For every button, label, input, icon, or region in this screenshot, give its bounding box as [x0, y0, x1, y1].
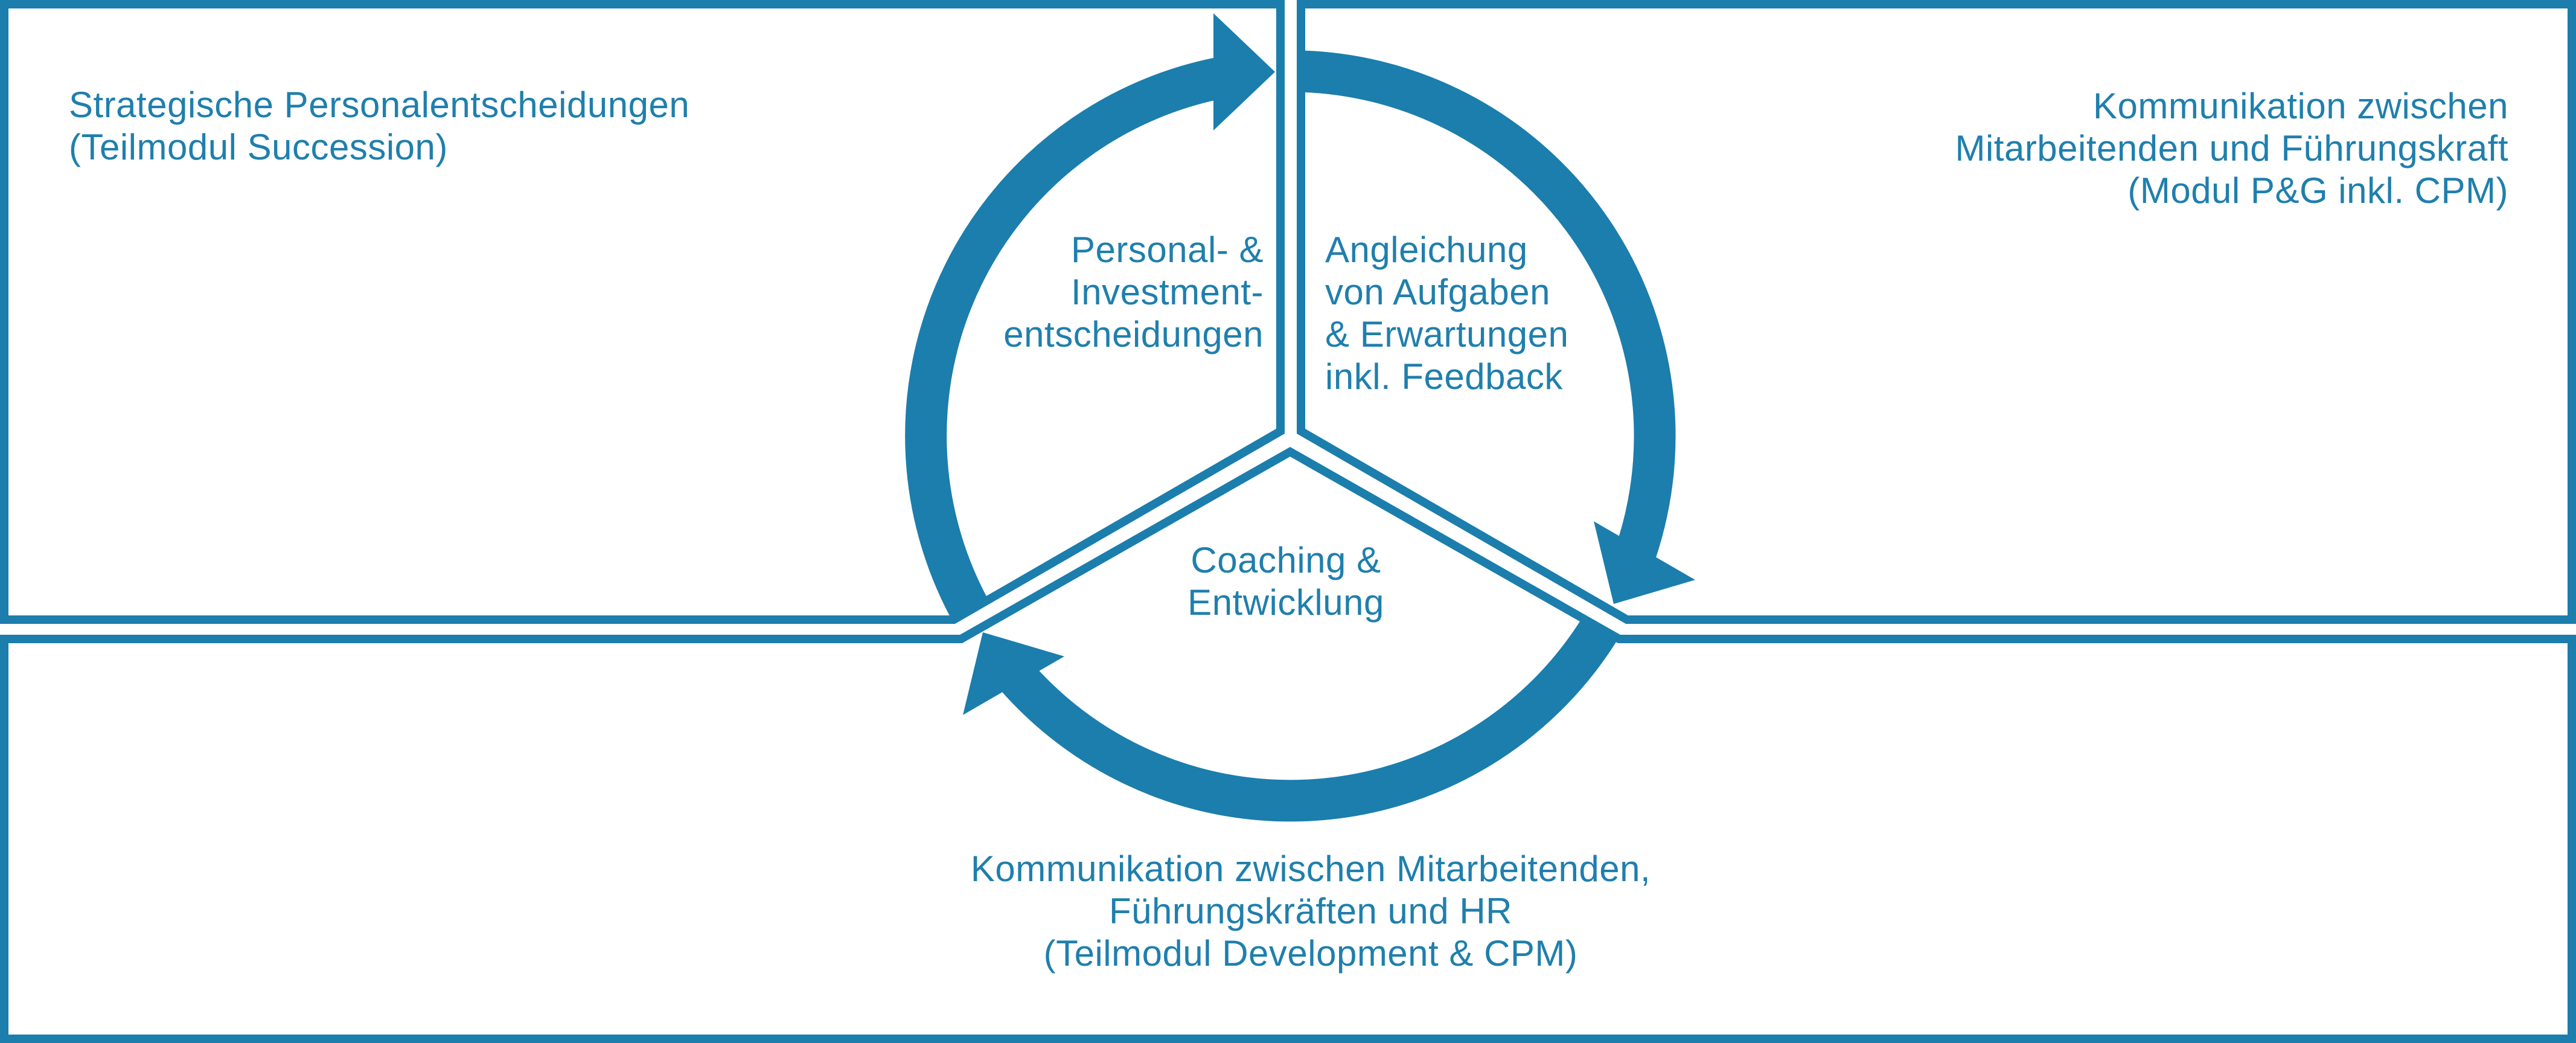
cycle-arrowhead-lower-right — [1593, 521, 1696, 604]
cycle-segment-label-left: Personal- & Investment- entscheidungen — [1003, 229, 1264, 355]
box-outline-bottom — [0, 446, 2576, 1043]
cycle-arc-left — [905, 54, 1237, 620]
cycle-arc-bottom — [991, 615, 1619, 822]
cycle-segment-label-right: Angleichung von Aufgaben & Erwartungen i… — [1325, 229, 1569, 397]
box-outline-top-left — [0, 0, 1285, 624]
box-outline-top-right — [1297, 0, 2576, 624]
top-left-box-label: Strategische Personalentscheidungen (Tei… — [69, 85, 690, 167]
top-right-box-label: Kommunikation zwischen Mitarbeitenden un… — [1955, 86, 2508, 211]
cycle-arc-right — [1299, 50, 1676, 574]
divider-channel-lower-left — [931, 593, 1011, 647]
cycle-segment-label-bottom: Coaching & Entwicklung — [1187, 540, 1384, 623]
cycle-arrowhead-lower-left — [962, 632, 1065, 715]
cycle-arrowhead-top — [1213, 13, 1275, 130]
divider-channel-lower-right — [1569, 593, 1649, 647]
bottom-box-label: Kommunikation zwischen Mitarbeitenden, F… — [970, 849, 1651, 974]
